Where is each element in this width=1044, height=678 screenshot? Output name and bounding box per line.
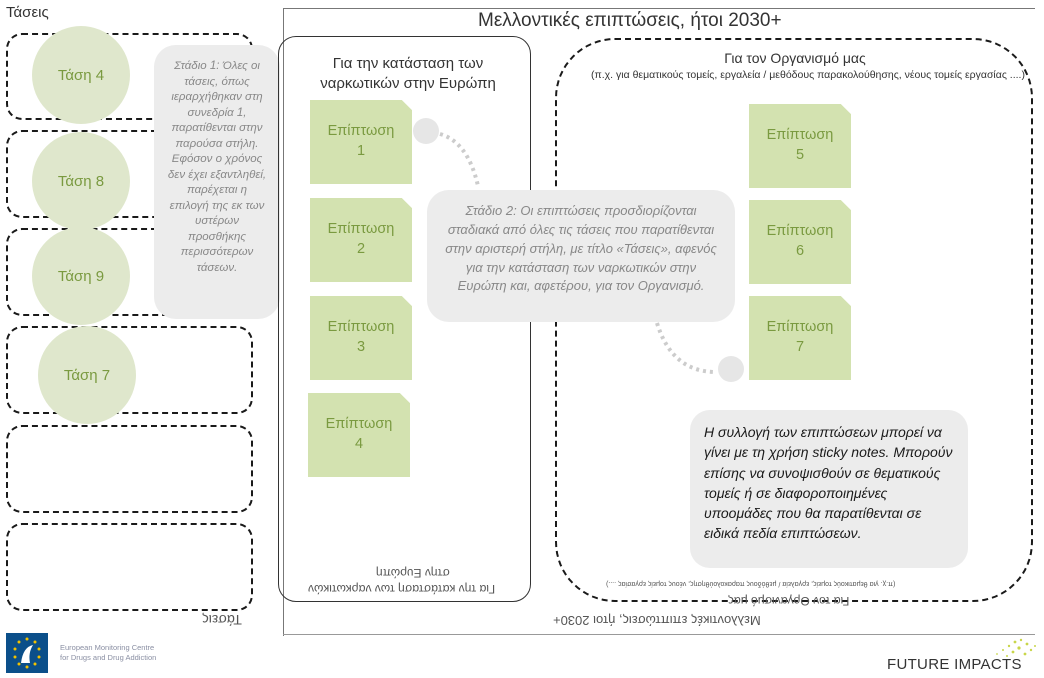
trend-slot-4	[6, 326, 253, 414]
trend-slot-5	[6, 425, 253, 513]
sticky-notes-hint: Η συλλογή των επιπτώσεων μπορεί να γίνει…	[690, 410, 968, 568]
impact-3[interactable]: Επίπτωση 3	[310, 296, 412, 380]
emcdda-name-line1: European Monitoring Centre	[60, 643, 155, 652]
future-frame	[283, 8, 1035, 636]
future-impacts-dots-icon	[996, 638, 1036, 657]
connector-dot-top	[413, 118, 439, 144]
emcdda-name-line2: for Drugs and Drug Addiction	[60, 653, 157, 662]
future-frame-bottom	[283, 634, 1035, 635]
impact-2[interactable]: Επίπτωση 2	[310, 198, 412, 282]
impact-5[interactable]: Επίπτωση 5	[749, 104, 851, 188]
trend-8[interactable]: Τάση 8	[32, 132, 130, 230]
connector-arc-top	[439, 132, 480, 187]
future-title: Μελλοντικές επιπτώσεις, ήτοι 2030+	[478, 10, 782, 31]
impact-1[interactable]: Επίπτωση 1	[310, 100, 412, 184]
europe-column-heading: Για την κατάσταση των ναρκωτικών στην Ευ…	[320, 55, 496, 92]
trend-7[interactable]: Τάση 7	[38, 326, 136, 424]
connector-arc-bottom	[655, 322, 717, 374]
impact-4[interactable]: Επίπτωση 4	[308, 393, 410, 477]
org-column-subheading: (π.χ. για θεματικούς τομείς, εργαλεία / …	[591, 69, 1025, 81]
stage1-note: Στάδιο 1: Όλες οι τάσεις, όπως ιεραρχήθη…	[154, 45, 280, 319]
trend-4[interactable]: Τάση 4	[32, 26, 130, 124]
impact-7[interactable]: Επίπτωση 7	[749, 296, 851, 380]
impact-6[interactable]: Επίπτωση 6	[749, 200, 851, 284]
trends-title: Τάσεις	[6, 4, 49, 21]
emcdda-logo-icon	[6, 633, 48, 673]
connector-dot-bottom	[718, 356, 744, 382]
trend-slot-6	[6, 523, 253, 611]
trend-9[interactable]: Τάση 9	[32, 227, 130, 325]
org-column-heading: Για τον Οργανισμό μας	[724, 50, 866, 66]
future-impacts-brand: FUTURE IMPACTS	[887, 656, 1022, 673]
stage2-note: Στάδιο 2: Οι επιπτώσεις προσδιορίζονται …	[427, 190, 735, 322]
